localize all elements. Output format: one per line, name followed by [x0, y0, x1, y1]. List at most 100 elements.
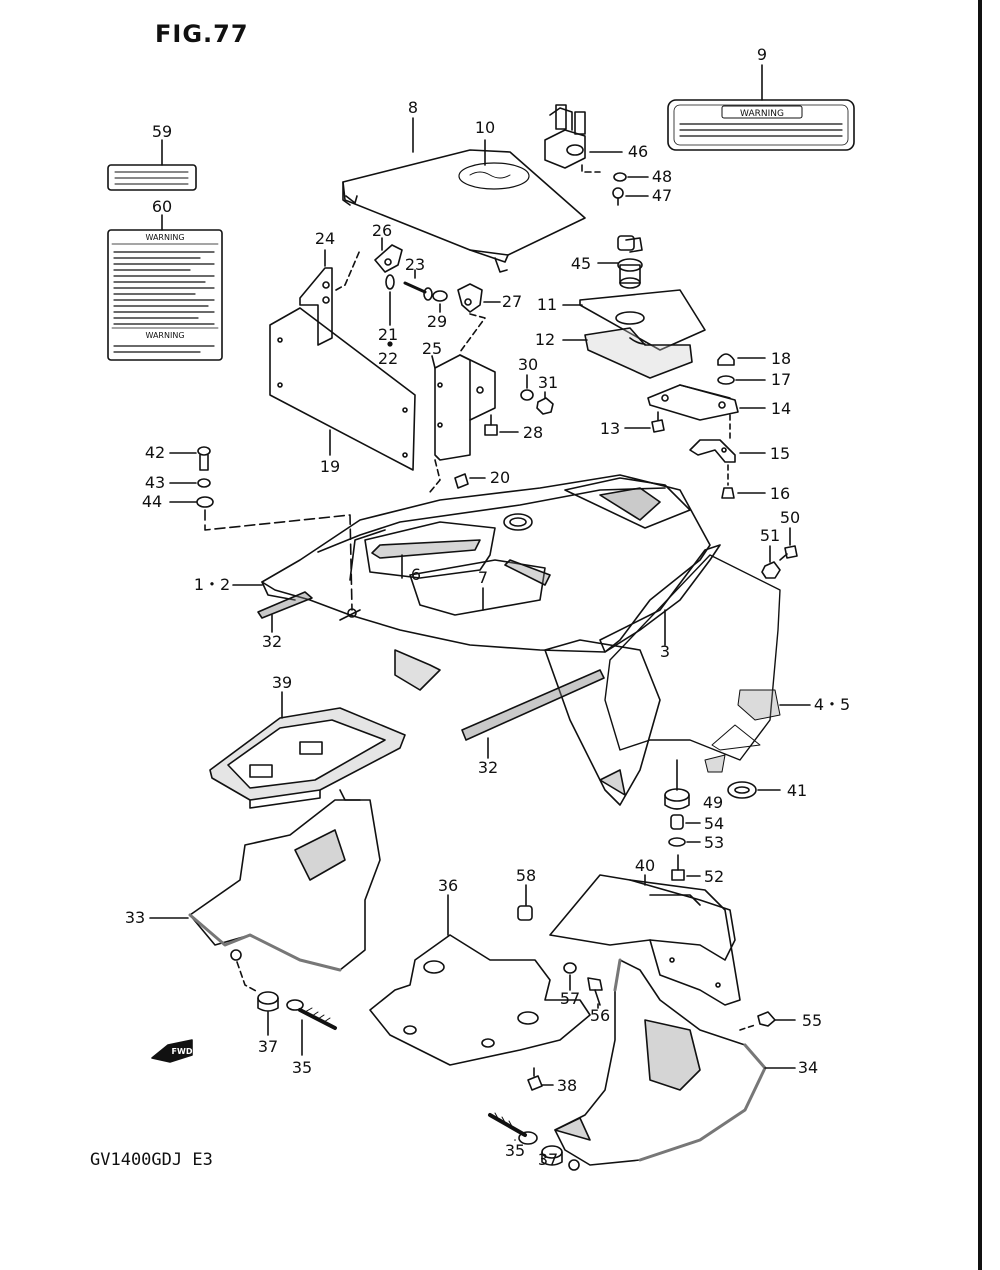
callout-56: 56: [590, 1006, 610, 1025]
callout-60: 60: [152, 197, 172, 216]
dot-22: [387, 341, 393, 347]
leader-33-dash: [236, 961, 259, 993]
callout-50: 50: [780, 508, 800, 527]
part-51-nut: [761, 561, 781, 579]
leader-44-dash: [204, 509, 353, 611]
part-41-grommet: [727, 781, 757, 799]
callout-38: 38: [557, 1076, 577, 1095]
part-44-washer: [196, 496, 214, 508]
callout-1-2: 1・2: [194, 575, 230, 594]
part-55-clip: [757, 1011, 776, 1027]
model-code: GV1400GDJ E3: [90, 1150, 213, 1170]
leader-46-dash: [581, 164, 601, 173]
callout-12: 12: [535, 330, 555, 349]
part-40-panel: [549, 874, 741, 1006]
callout-44: 44: [142, 492, 162, 511]
callout-11: 11: [537, 295, 557, 314]
leader-27-dash: [459, 313, 486, 353]
callout-9: 9: [757, 45, 767, 64]
part-27-clip: [457, 283, 483, 313]
leader-20-dash: [429, 459, 441, 493]
part-58-collar: [517, 905, 533, 921]
callout-21: 21: [378, 325, 398, 344]
part-19-plate: [269, 307, 416, 471]
callout-45: 45: [571, 254, 591, 273]
callout-53: 53: [704, 833, 724, 852]
callout-51: 51: [760, 526, 780, 545]
callout-33: 33: [125, 908, 145, 927]
callout-32a: 32: [262, 632, 282, 651]
part-8-lid: [342, 149, 586, 273]
part-29-nut: [432, 290, 448, 302]
callout-39: 39: [272, 673, 292, 692]
part-38-bolt: [527, 1067, 543, 1091]
callout-17: 17: [771, 370, 791, 389]
callout-42: 42: [145, 443, 165, 462]
part-32-strip-front: [257, 591, 313, 619]
part-35-bolt-left: [286, 999, 337, 1030]
callout-18: 18: [771, 349, 791, 368]
callout-24: 24: [315, 229, 335, 248]
decal-60-warning: WARNING WARNING: [107, 229, 223, 361]
part-49-grommet: [664, 788, 690, 810]
callout-54: 54: [704, 814, 724, 833]
part-30-washer: [520, 389, 534, 401]
callout-47: 47: [652, 186, 672, 205]
part-23-screw: [403, 281, 433, 301]
callout-40: 40: [635, 856, 655, 875]
part-43-washer: [197, 478, 211, 488]
callout-27: 27: [502, 292, 522, 311]
part-45-key-lock: [617, 235, 643, 289]
decal-9-warning: WARNING: [667, 99, 855, 151]
part-52-bolt: [671, 854, 685, 881]
callout-32b: 32: [478, 758, 498, 777]
part-57-washer: [563, 962, 577, 974]
callout-26: 26: [372, 221, 392, 240]
leader-55-dash: [739, 1024, 756, 1031]
part-46-lock: [544, 104, 586, 169]
callout-52: 52: [704, 867, 724, 886]
part-37-grommet-right: [541, 1145, 563, 1166]
callout-57: 57: [560, 989, 580, 1008]
part-4-5-decal: [704, 689, 781, 773]
callout-16: 16: [770, 484, 790, 503]
page-edge-rule: [978, 0, 982, 1270]
part-14-hinge: [647, 384, 739, 421]
part-56-bolt: [587, 977, 603, 1006]
part-47-screw: [612, 187, 624, 206]
callout-43: 43: [145, 473, 165, 492]
callout-55: 55: [802, 1011, 822, 1030]
part-18-cap: [717, 353, 735, 366]
part-17-washer: [717, 375, 735, 385]
decal-60-warning-top: WARNING: [145, 233, 184, 242]
part-53-washer: [668, 837, 686, 847]
part-33-side-panel: [188, 789, 381, 972]
decal-59: [107, 164, 197, 191]
callout-20: 20: [490, 468, 510, 487]
part-50-bolt: [779, 545, 798, 561]
part-25-bracket: [434, 354, 496, 461]
part-15-bracket: [689, 439, 736, 463]
part-12-gasket: [584, 327, 693, 379]
part-54-collar: [670, 814, 684, 830]
callout-28: 28: [523, 423, 543, 442]
leader-25: [431, 355, 436, 369]
callout-14: 14: [771, 399, 791, 418]
callout-48: 48: [652, 167, 672, 186]
part-39-tray: [209, 707, 406, 809]
callout-36: 36: [438, 876, 458, 895]
callout-58: 58: [516, 866, 536, 885]
callout-30: 30: [518, 355, 538, 374]
part-36-undertray: [369, 934, 591, 1066]
callout-37b: 37: [538, 1150, 558, 1169]
decal-60-warning-bottom: WARNING: [145, 331, 184, 340]
leader-24-dash: [335, 249, 361, 291]
callout-34: 34: [798, 1058, 818, 1077]
callout-35b: 35: [505, 1141, 525, 1160]
part-16-bolt: [721, 487, 735, 499]
callout-49: 49: [703, 793, 723, 812]
part-1-2-seat-cowl: [261, 474, 781, 806]
part-42-bolt: [197, 446, 211, 471]
callout-7: 7: [478, 568, 488, 587]
part-48-washer: [613, 172, 627, 182]
